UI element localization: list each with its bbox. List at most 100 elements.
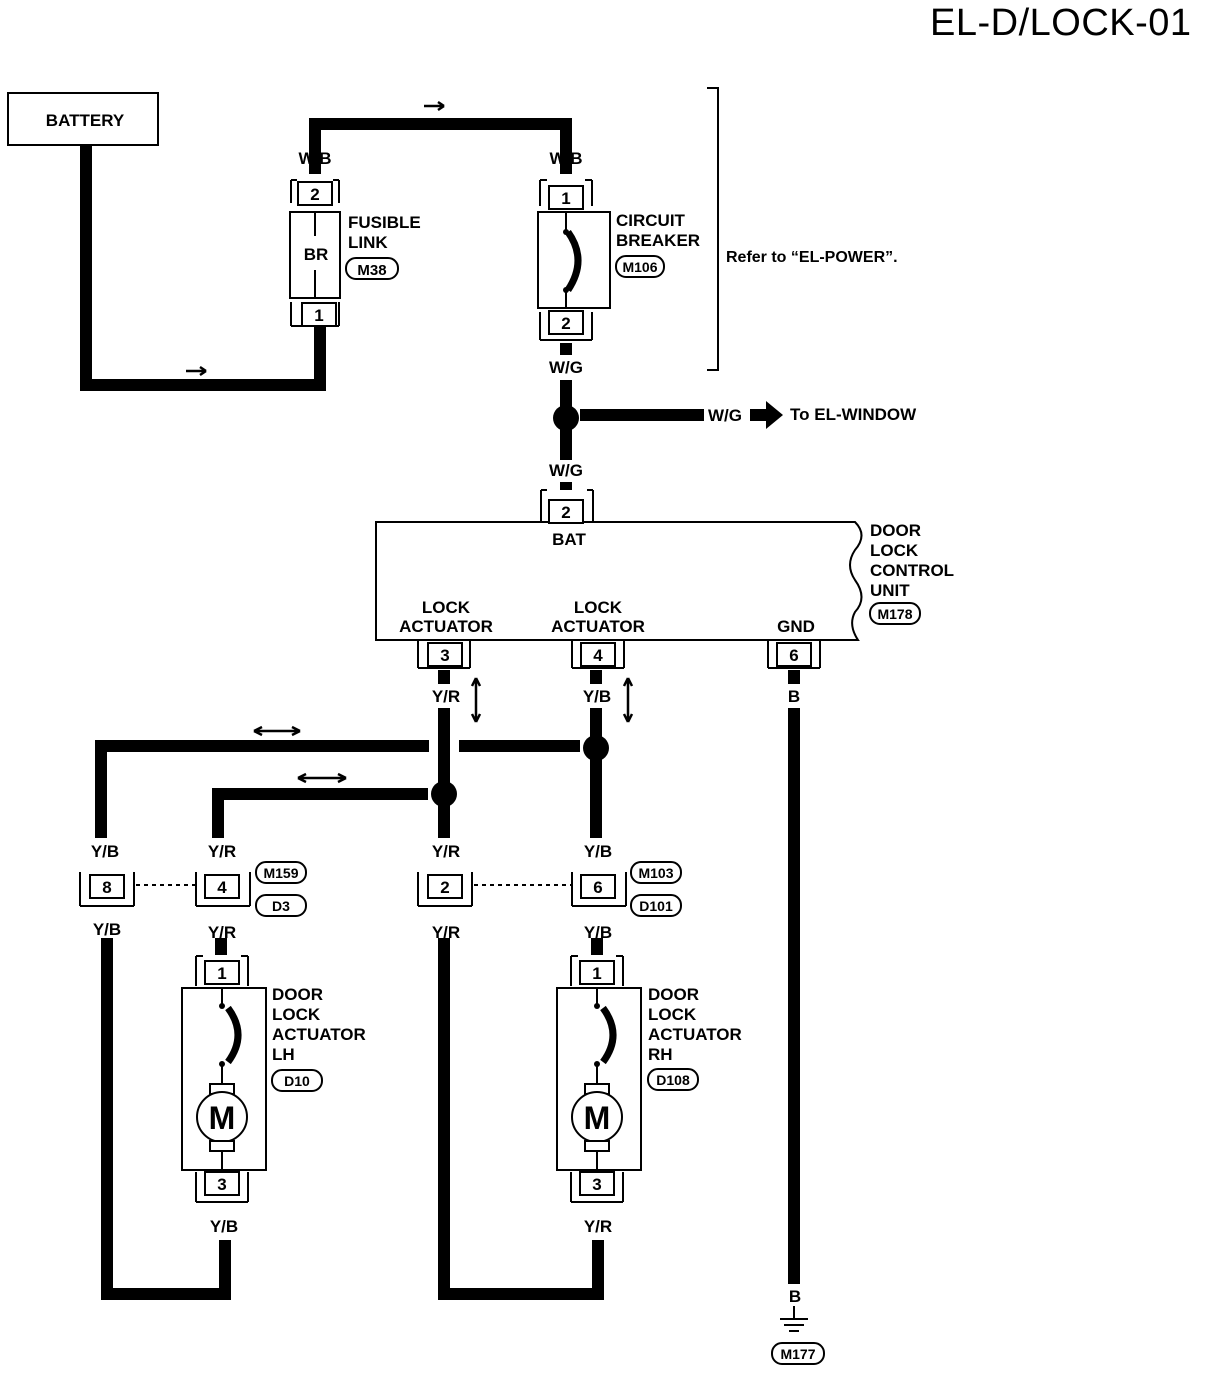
direction-arrows	[186, 100, 634, 784]
control-unit-bat-pin: 2	[561, 503, 570, 522]
wire-yb-lh-loop	[101, 938, 231, 1300]
connector-lh-pin-a-housing	[79, 872, 135, 907]
wire-battery-to-fusible-link	[80, 145, 326, 391]
page-title: EL-D/LOCK-01	[930, 2, 1192, 44]
circuit-breaker-connector-id: M106	[622, 259, 657, 275]
control-unit-lock-actuator-1-line1: LOCK	[422, 598, 471, 617]
branch-arrow-icon	[750, 401, 783, 429]
door-lock-control-unit: 2 BAT LOCK ACTUATOR 3 Y/R LOCK ACTUATOR …	[375, 489, 954, 706]
circuit-breaker-pin-bottom: 2	[561, 314, 570, 333]
actuator-rh-name-1: DOOR	[648, 985, 699, 1004]
arrow-updown-icon	[622, 677, 634, 723]
control-unit-pin4-box	[580, 642, 616, 667]
actuator-rh-wire-color-bottom: Y/R	[584, 1217, 612, 1236]
connector-lh-pin-a: 8	[102, 878, 111, 897]
actuator-lh-connector-bottom	[195, 1172, 249, 1203]
splice-wg	[553, 405, 579, 431]
actuator-rh-name-3: ACTUATOR	[648, 1025, 742, 1044]
branch-destination: To EL-WINDOW	[790, 405, 917, 424]
arrow-leftright-icon	[297, 772, 347, 784]
actuator-rh-connector-badge	[647, 1068, 699, 1091]
circuit-breaker-wire-color-top: W/B	[549, 149, 582, 168]
splice-yb	[583, 735, 609, 761]
actuator-rh-connector-bottom	[570, 1172, 624, 1203]
control-unit-body	[375, 521, 863, 641]
actuator-rh-connector-id: D108	[656, 1072, 690, 1088]
actuator-lh-pin-bottom: 3	[217, 1175, 226, 1194]
actuator-rh-pin-bottom-box	[579, 1171, 615, 1196]
circuit-breaker-body	[537, 211, 611, 309]
ground-wire-color: B	[789, 1287, 801, 1306]
control-unit-pin6-box	[776, 642, 812, 667]
control-unit-pin3-wire-color: Y/R	[432, 687, 460, 706]
connector-lh-pin-a-color-bottom: Y/B	[93, 920, 121, 939]
fusible-link-connector-badge	[345, 257, 399, 280]
wire-fusible-link-to-circuit-breaker	[309, 118, 572, 174]
control-unit-pin3-box	[427, 642, 463, 667]
actuator-rh-name-2: LOCK	[648, 1005, 697, 1024]
control-unit-gnd-wire-color: B	[788, 687, 800, 706]
circuit-breaker-pin-top-box	[548, 185, 584, 210]
connector-rh: Y/R Y/B 2 6 Y/R Y/B M103 D101	[417, 842, 682, 942]
battery-box	[7, 92, 159, 146]
control-unit-pin6-connector	[767, 640, 821, 669]
control-unit-name-4: UNIT	[870, 581, 910, 600]
connector-lh-pin-b-housing	[195, 872, 251, 907]
battery: BATTERY	[7, 92, 159, 146]
fusible-link-name-2: LINK	[348, 233, 388, 252]
connector-rh-id-badge-2	[630, 894, 682, 917]
connector-lh-pin-b-color-top: Y/R	[208, 842, 236, 861]
control-unit-lock-actuator-2-line1: LOCK	[574, 598, 623, 617]
actuator-lh-name-4: LH	[272, 1045, 295, 1064]
actuator-rh-pin-top: 1	[592, 964, 601, 983]
connector-lh-id-badge-1	[255, 861, 307, 884]
control-unit-connector-id: M178	[877, 606, 912, 622]
control-unit-pin4: 4	[593, 646, 603, 665]
actuator-rh-pin-bottom: 3	[592, 1175, 601, 1194]
connector-rh-pin-a-box	[427, 874, 463, 899]
branch-wire-color: W/G	[708, 406, 742, 425]
splice-yr	[431, 781, 457, 807]
actuator-lh-pin-top-box	[204, 960, 240, 985]
actuator-lh-body	[181, 987, 267, 1171]
connector-lh-id-1: M159	[263, 865, 298, 881]
arrow-right-icon	[424, 100, 445, 112]
control-unit-name-3: CONTROL	[870, 561, 954, 580]
circuit-breaker-connector-bottom	[539, 312, 593, 341]
circuit-breaker-contact	[563, 287, 569, 293]
fusible-link-name-1: FUSIBLE	[348, 213, 421, 232]
connector-lh: Y/B Y/R 8 4 Y/B Y/R M159 D3	[79, 842, 307, 942]
control-unit-name-1: DOOR	[870, 521, 921, 540]
connector-lh-pin-b-box	[204, 874, 240, 899]
actuator-rh-motor-label: M	[584, 1100, 611, 1136]
control-unit-connector-badge	[869, 602, 921, 625]
arrow-right-icon	[186, 365, 207, 377]
control-unit-bat-pin-box	[548, 499, 584, 524]
connector-rh-id-2: D101	[639, 898, 673, 914]
circuit-breaker-name-2: BREAKER	[616, 231, 700, 250]
circuit-breaker-pin-top: 1	[561, 189, 570, 208]
connector-lh-pin-b: 4	[217, 878, 227, 897]
connector-lh-pin-a-color-top: Y/B	[91, 842, 119, 861]
fusible-link-connector-id: M38	[357, 262, 386, 279]
ground-connector-id: M177	[780, 1346, 815, 1362]
circuit-breaker: W/B 1 2 W/G CIRCUIT BREAKER M106	[537, 149, 700, 377]
ground-connector-badge	[771, 1342, 825, 1365]
connector-rh-pin-b: 6	[593, 878, 602, 897]
control-unit-bat-label: BAT	[552, 530, 586, 549]
connector-rh-pin-a-color-bottom: Y/R	[432, 923, 460, 942]
actuator-rh-switch-element	[600, 1005, 617, 1065]
actuator-rh-connector-top	[570, 955, 624, 986]
actuator-lh-contact	[219, 1003, 225, 1009]
fusible-link-connector-top	[290, 179, 340, 203]
branch-wire-color-down: W/G	[549, 461, 583, 480]
door-lock-actuator-rh: 1 M 3 Y/R DOOR LOCK ACTUATOR RH D108	[556, 955, 742, 1236]
battery-label: BATTERY	[46, 111, 125, 130]
fusible-link: W/B 2 BR 1 FUSIBLE LINK M38	[289, 149, 421, 327]
circuit-breaker-pin-bottom-box	[548, 310, 584, 335]
connector-rh-pin-b-color-bottom: Y/B	[584, 923, 612, 942]
control-unit-pin4-connector	[571, 640, 625, 669]
circuit-breaker-element	[565, 229, 582, 292]
ground: B M177	[771, 1287, 825, 1365]
